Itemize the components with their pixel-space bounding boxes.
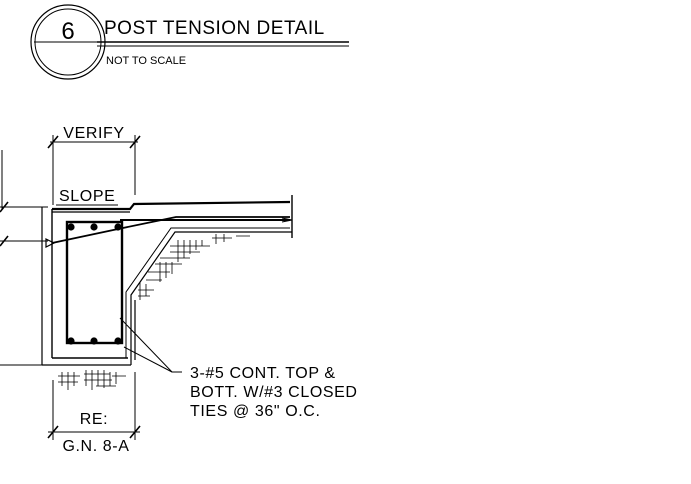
re-label: RE: — [80, 411, 108, 428]
beam-outline — [41, 207, 292, 366]
scale-note: NOT TO SCALE — [106, 55, 186, 67]
callout-line-1: 3-#5 CONT. TOP & — [190, 365, 336, 382]
detail-number: 6 — [61, 18, 74, 45]
re-tick-right — [129, 425, 141, 439]
leader-2 — [123, 346, 173, 373]
rebar-cage — [65, 220, 124, 345]
bottom-bar-1 — [67, 337, 75, 345]
callout-line-3: TIES @ 36" O.C. — [190, 403, 321, 420]
callout-line-2: BOTT. W/#3 CLOSED — [190, 384, 358, 401]
tendon-anchor-head — [45, 238, 56, 248]
anchor-mark — [281, 217, 293, 223]
verify-dimension: VERIFY — [47, 125, 141, 205]
haunch-inner — [125, 227, 290, 358]
hatch-haunch-4 — [138, 282, 154, 300]
hatch-haunch-5 — [212, 234, 250, 244]
hatch-beam-bottom-2 — [58, 373, 126, 387]
top-bar-2 — [90, 223, 98, 231]
rebar-callout: 3-#5 CONT. TOP & BOTT. W/#3 CLOSED TIES … — [119, 317, 358, 420]
bottom-bar-3 — [114, 337, 122, 345]
re-tick-left — [47, 425, 59, 439]
pt-tendon — [51, 216, 290, 244]
re-dimension: RE: G.N. 8-A — [47, 372, 141, 455]
hatch-haunch-3 — [146, 262, 173, 282]
top-bar-1 — [67, 223, 75, 231]
slope-label: SLOPE — [59, 188, 115, 205]
left-dimension-fragments — [0, 150, 48, 366]
bottom-bar-2 — [90, 337, 98, 345]
verify-label: VERIFY — [63, 125, 124, 142]
slab-top-surface — [52, 200, 291, 211]
tick-right — [129, 135, 141, 149]
top-bar-3 — [114, 223, 122, 231]
earth-hatch — [58, 234, 250, 390]
leader-1 — [119, 317, 182, 373]
hatch-haunch-2 — [155, 245, 210, 265]
hatch-haunch-1 — [177, 240, 203, 262]
detail-title-block: 6 POST TENSION DETAIL NOT TO SCALE — [30, 4, 349, 80]
gn-reference: G.N. 8-A — [62, 438, 129, 455]
tick-left — [47, 135, 59, 149]
closed-tie — [65, 220, 124, 345]
detail-title: POST TENSION DETAIL — [104, 18, 325, 39]
haunch-outer — [130, 231, 292, 365]
